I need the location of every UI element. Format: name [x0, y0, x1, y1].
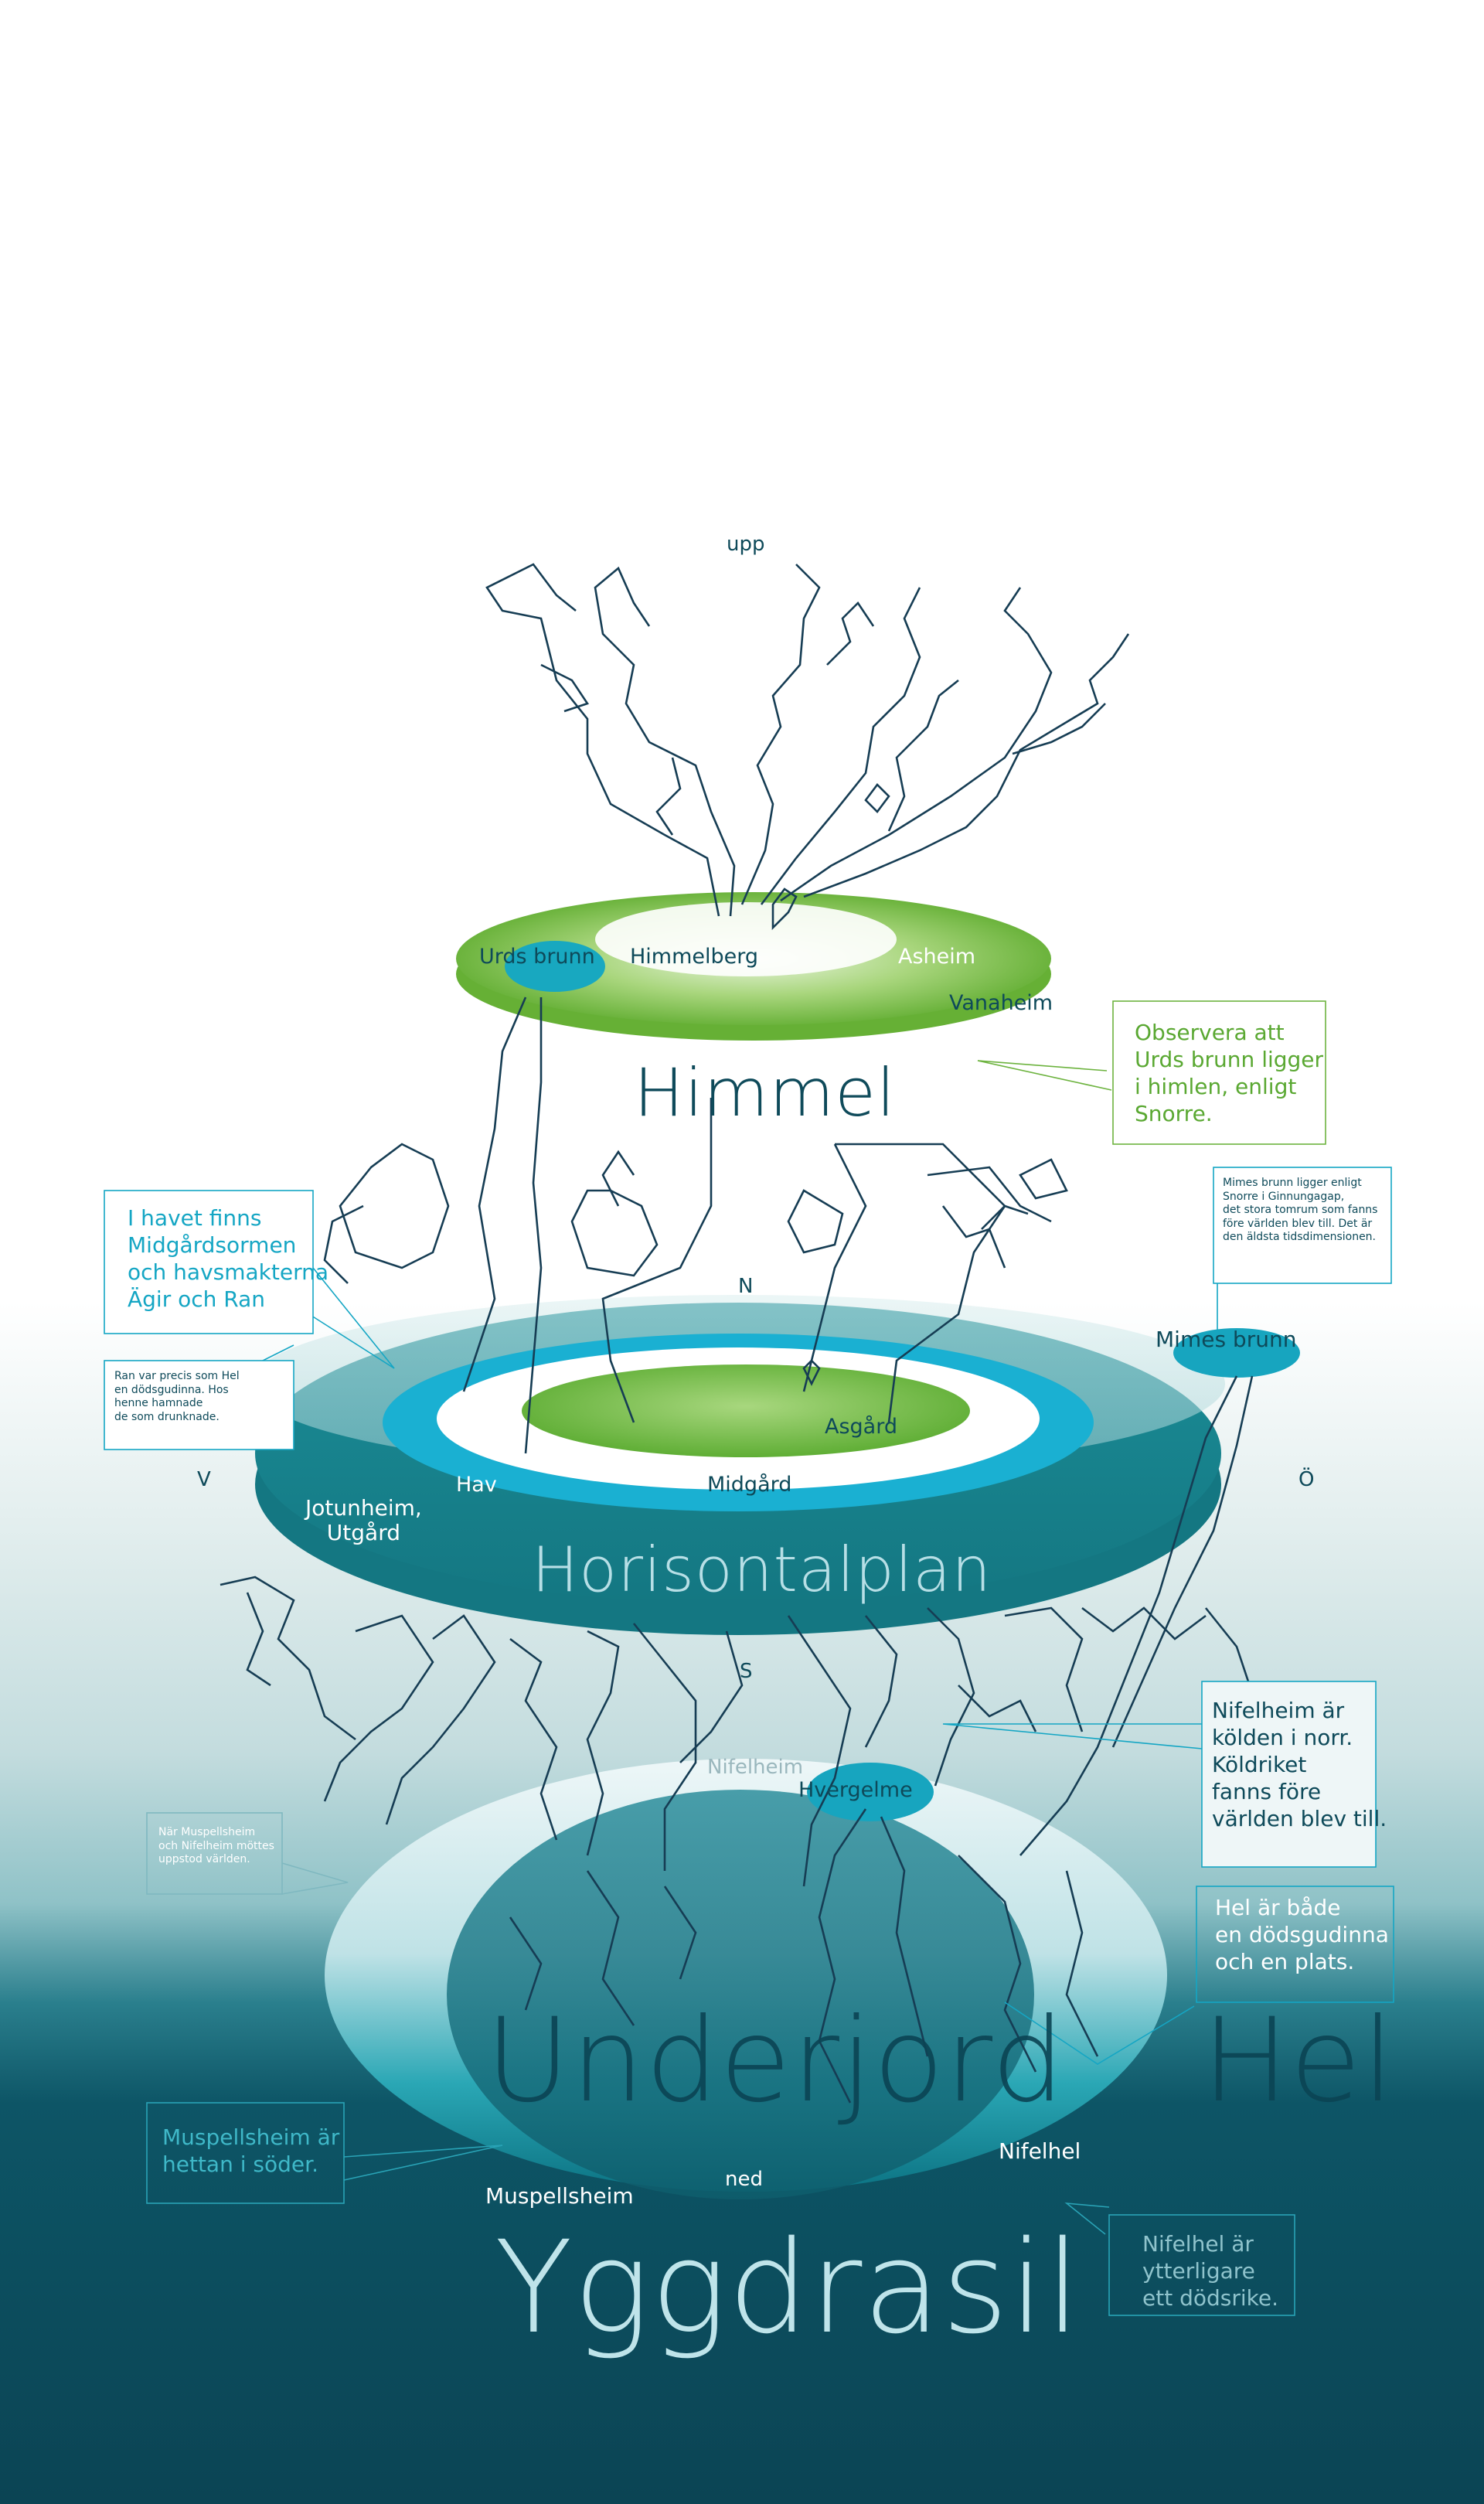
nifelhel-note-frame: [1108, 2214, 1295, 2316]
title-hel: Hel: [1202, 1994, 1395, 2128]
label-jotunheim: Jotunheim, Utgård: [305, 1495, 422, 1546]
title-underjord: Underjord: [485, 1994, 1066, 2128]
direction-east: Ö: [1298, 1468, 1315, 1491]
title-himmel: Himmel: [634, 1054, 896, 1132]
muspell-nifel-note-frame: [146, 1812, 283, 1895]
label-asheim: Asheim: [898, 945, 976, 969]
nifelheim-note-frame: [1201, 1681, 1377, 1868]
direction-south: S: [740, 1660, 753, 1683]
asgard-disc: [522, 1364, 970, 1457]
label-mimes-brunn: Mimes brunn: [1156, 1327, 1297, 1352]
label-hvergelme: Hvergelme: [798, 1778, 913, 1802]
mimes-brunn-well: [1173, 1328, 1300, 1378]
label-urds-brunn: Urds brunn: [479, 945, 595, 969]
note-hel: Hel är både en dödsgudinna och en plats.: [1215, 1895, 1389, 1974]
label-midgard: Midgård: [707, 1473, 792, 1497]
muspellsheim-note-frame: [146, 2102, 345, 2204]
urds-brunn-well: [505, 941, 605, 992]
label-himmelberg: Himmelberg: [630, 945, 759, 969]
label-nifelhel: Nifelhel: [999, 2138, 1081, 2164]
note-nifelheim: Nifelheim är kölden i norr. Köldriket fa…: [1212, 1698, 1387, 1831]
note-nifelhel: Nifelhel är ytterligare ett dödsrike.: [1142, 2231, 1278, 2311]
label-muspellsheim: Muspellsheim: [485, 2183, 634, 2209]
urds-note-frame: [1112, 1000, 1326, 1145]
hvergelme-well: [807, 1763, 934, 1821]
annotation-pointers: [239, 1060, 1218, 2235]
label-nifelheim: Nifelheim: [707, 1756, 804, 1779]
label-vanaheim: Vanaheim: [949, 991, 1053, 1015]
note-havet: I havet finns Midgårdsormen och havsmakt…: [128, 1205, 329, 1312]
note-muspell-nifel: När Muspellsheim och Nifelheim möttes up…: [158, 1826, 274, 1865]
title-horisontalplan: Horisontalplan: [532, 1534, 992, 1606]
note-ran: Ran var precis som Hel en dödsgudinna. H…: [114, 1370, 240, 1423]
direction-west: V: [197, 1468, 211, 1491]
hel-note-frame: [1196, 1886, 1394, 2003]
direction-north: N: [738, 1275, 754, 1298]
annotation-frames: [104, 1000, 1394, 2316]
havet-note-frame: [104, 1190, 314, 1334]
ran-note-frame: [104, 1360, 294, 1450]
note-mimes-brunn: Mimes brunn ligger enligt Snorre i Ginnu…: [1223, 1177, 1378, 1243]
direction-down: ned: [725, 2168, 763, 2191]
yggdrasil-tree: [220, 563, 1254, 2104]
mimes-note-frame: [1213, 1167, 1392, 1284]
note-urds-brunn: Observera att Urds brunn ligger i himlen…: [1135, 1020, 1324, 1126]
label-asgard: Asgård: [825, 1415, 897, 1439]
label-hav: Hav: [456, 1473, 497, 1497]
title-yggdrasil: Yggdrasil: [495, 2213, 1082, 2362]
direction-up: upp: [727, 533, 765, 556]
note-muspellsheim: Muspellsheim är hettan i söder.: [162, 2124, 340, 2177]
himmelberg-top: [595, 902, 897, 976]
underworld-inner: [447, 1790, 1034, 2199]
